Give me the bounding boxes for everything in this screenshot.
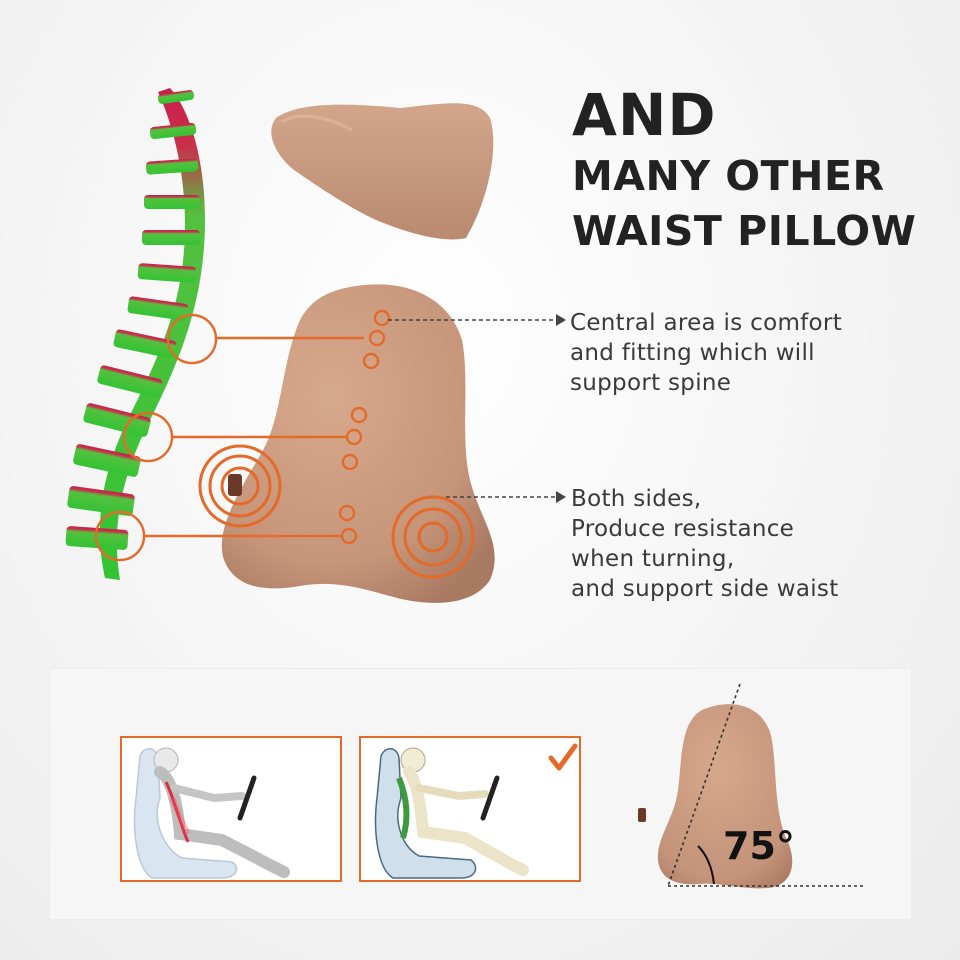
callout-both-sides: Both sides, Produce resistance when turn… [571,484,839,604]
checkmark-icon [548,743,578,771]
posture-card-without-pillow [120,736,342,882]
callout-central-line: Central area is comfort [570,310,843,336]
headline-line-3: WAIST PILLOW [572,207,917,255]
angle-label: 75° [723,824,795,868]
headline: AND MANY OTHER WAIST PILLOW [572,86,916,252]
headline-line-1: AND [572,81,717,149]
callout-sides-line: Both sides, [571,486,702,512]
callout-sides-line: Produce resistance [571,516,795,542]
pillow-tag [228,474,242,496]
posture-card-with-pillow [359,736,581,882]
angle-illustration [638,683,864,889]
callout-central-area: Central area is comfort and fitting whic… [570,308,842,398]
angled-pillow [657,704,793,889]
indicator-markers [94,309,475,579]
arrow-right-icon [556,491,566,503]
spine-graphic [65,88,205,580]
callout-sides-line: when turning, [571,546,735,572]
callout-sides-line: and support side waist [571,576,839,602]
callout-central-line: support spine [570,370,732,396]
callout-central-line: and fitting which will [570,340,815,366]
headline-line-2: MANY OTHER [572,152,885,200]
arrow-right-icon [556,314,566,326]
callout-arrows [388,314,566,503]
driver-posture-good-illustration [374,743,578,879]
driver-posture-bad-illustration [133,747,290,879]
neck-pillow [271,103,494,240]
